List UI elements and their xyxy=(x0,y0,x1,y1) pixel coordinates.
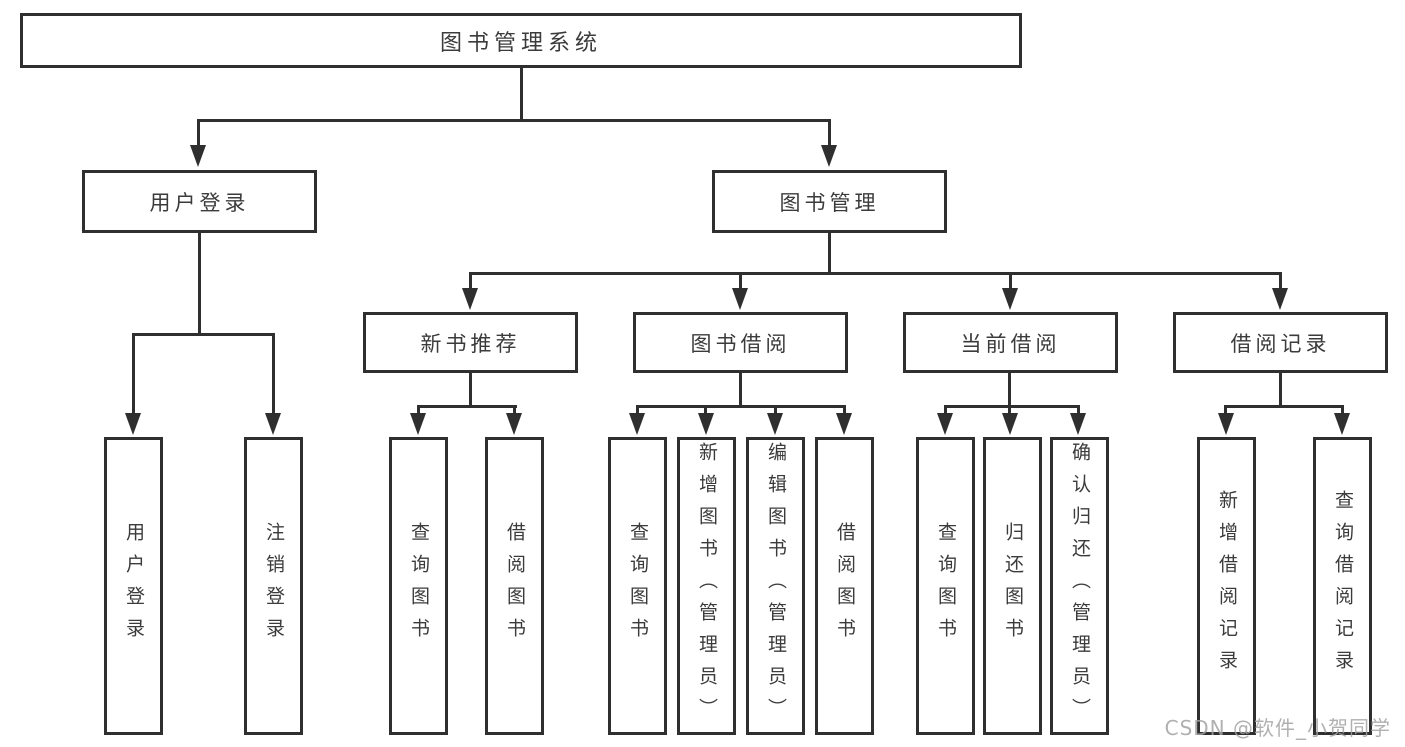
connector-root-arm-right xyxy=(828,119,831,149)
connector-root-split xyxy=(197,119,831,122)
arrowhead-to-book-borrow xyxy=(732,288,748,310)
arrowhead-to-query-books-recommend xyxy=(410,413,426,435)
connector-current-arm-1 xyxy=(944,405,947,419)
arrowhead-to-current-borrow xyxy=(1002,288,1018,310)
leaf-logout: 注销登录 xyxy=(244,437,303,735)
connector-borrow-trunk xyxy=(739,373,742,407)
node-current-borrow: 当前借阅 xyxy=(903,312,1118,373)
arrowhead-to-query-books-current xyxy=(937,413,953,435)
connector-records-arm-1 xyxy=(1224,405,1227,419)
leaf-query-books-borrow: 查询图书 xyxy=(608,437,667,735)
leaf-return-book: 归还图书 xyxy=(983,437,1042,735)
connector-records-arm-2 xyxy=(1341,405,1344,419)
node-borrow-records: 借阅记录 xyxy=(1173,312,1388,373)
arrowhead-to-add-book-admin xyxy=(698,413,714,435)
arrowhead-to-confirm-return-admin xyxy=(1070,413,1086,435)
connector-recommend-split xyxy=(417,405,517,408)
leaf-query-borrow-record: 查询借阅记录 xyxy=(1313,437,1372,735)
connector-records-split xyxy=(1224,405,1343,408)
arrowhead-to-add-borrow-record xyxy=(1218,413,1234,435)
connector-records-trunk xyxy=(1279,373,1282,407)
connector-current-arm-2 xyxy=(1008,405,1011,419)
arrowhead-to-borrow-records xyxy=(1272,288,1288,310)
connector-mgmt-split xyxy=(469,272,1282,275)
connector-root-arm-left xyxy=(197,119,200,149)
node-book-borrow: 图书借阅 xyxy=(633,312,848,373)
arrowhead-to-book-management xyxy=(821,145,837,167)
arrowhead-to-user-login xyxy=(190,145,206,167)
leaf-confirm-return-admin: 确认归还（管理员） xyxy=(1050,437,1109,735)
connector-current-trunk xyxy=(1008,373,1011,407)
leaf-borrow-books: 借阅图书 xyxy=(815,437,874,735)
connector-current-split xyxy=(944,405,1080,408)
connector-user-arm-2 xyxy=(272,333,275,417)
leaf-add-borrow-record: 新增借阅记录 xyxy=(1197,437,1256,735)
connector-root-trunk xyxy=(520,68,523,122)
arrowhead-to-logout-leaf xyxy=(265,413,281,435)
connector-borrow-split xyxy=(636,405,845,408)
node-user-login: 用户登录 xyxy=(82,170,317,233)
connector-user-split xyxy=(132,333,275,336)
leaf-edit-book-admin: 编辑图书（管理员） xyxy=(746,437,805,735)
arrowhead-to-edit-book-admin xyxy=(767,413,783,435)
connector-borrow-arm-2 xyxy=(704,405,707,419)
csdn-watermark: CSDN @软件_小贺同学 xyxy=(1164,716,1391,740)
leaf-user-login: 用户登录 xyxy=(104,437,163,735)
arrowhead-to-new-book-recommend xyxy=(462,288,478,310)
node-new-book-recommend: 新书推荐 xyxy=(363,312,578,373)
arrowhead-to-query-borrow-record xyxy=(1334,413,1350,435)
connector-borrow-arm-1 xyxy=(636,405,639,419)
connector-mgmt-arm-2 xyxy=(739,272,742,292)
arrowhead-to-user-login-leaf xyxy=(125,413,141,435)
arrowhead-to-return-book xyxy=(1002,413,1018,435)
connector-mgmt-trunk xyxy=(828,233,831,275)
connector-recommend-trunk xyxy=(469,373,472,407)
arrowhead-to-borrow-books xyxy=(836,413,852,435)
connector-user-trunk xyxy=(198,233,201,336)
connector-current-arm-3 xyxy=(1077,405,1080,419)
arrowhead-to-borrow-books-recommend xyxy=(506,413,522,435)
connector-mgmt-arm-3 xyxy=(1009,272,1012,292)
connector-mgmt-arm-4 xyxy=(1279,272,1282,292)
connector-recommend-arm-1 xyxy=(417,405,420,419)
node-library-system: 图书管理系统 xyxy=(20,13,1022,68)
connector-mgmt-arm-1 xyxy=(469,272,472,292)
arrowhead-to-query-books-borrow xyxy=(629,413,645,435)
leaf-query-books-recommend: 查询图书 xyxy=(389,437,448,735)
leaf-add-book-admin: 新增图书（管理员） xyxy=(677,437,736,735)
leaf-borrow-books-recommend: 借阅图书 xyxy=(485,437,544,735)
leaf-query-books-current: 查询图书 xyxy=(916,437,975,735)
connector-borrow-arm-3 xyxy=(774,405,777,419)
node-book-management: 图书管理 xyxy=(712,170,947,233)
connector-recommend-arm-2 xyxy=(513,405,516,419)
connector-user-arm-1 xyxy=(132,333,135,417)
connector-borrow-arm-4 xyxy=(843,405,846,419)
